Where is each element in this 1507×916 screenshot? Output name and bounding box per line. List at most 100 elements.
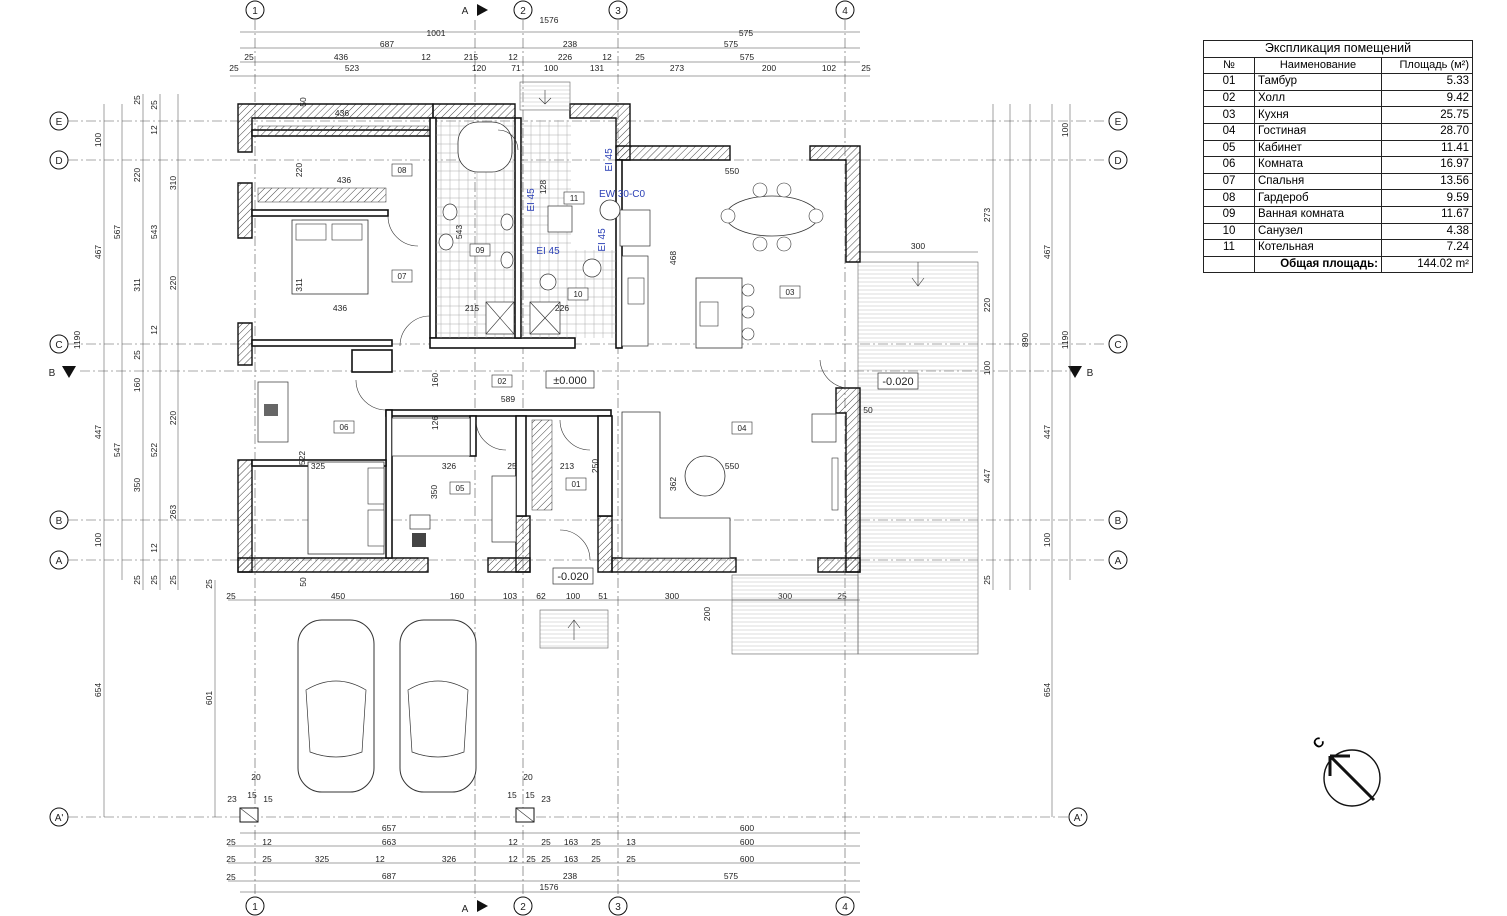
svg-text:25: 25 — [591, 854, 601, 864]
svg-text:25: 25 — [626, 854, 636, 864]
svg-text:20: 20 — [523, 772, 533, 782]
svg-text:50: 50 — [863, 405, 873, 415]
svg-text:25: 25 — [229, 63, 239, 73]
axis-label-D-right: D — [1114, 156, 1121, 167]
svg-text:EI 45: EI 45 — [526, 188, 537, 212]
right-dimensions: 100 467 447 100 654 1190 890 273 220 100… — [982, 104, 1071, 817]
svg-text:687: 687 — [380, 39, 394, 49]
axis-label-1-bottom: 1 — [252, 902, 258, 913]
svg-text:325: 325 — [311, 461, 325, 471]
svg-text:575: 575 — [740, 52, 754, 62]
section-b-left-label: B — [49, 368, 56, 379]
svg-text:25: 25 — [541, 837, 551, 847]
axis-label-3-top: 3 — [615, 6, 621, 17]
axis-label-A-right: A — [1115, 556, 1122, 567]
svg-text:100: 100 — [982, 361, 992, 375]
svg-text:1001: 1001 — [427, 28, 446, 38]
axis-label-4-top: 4 — [842, 6, 848, 17]
svg-text:238: 238 — [563, 871, 577, 881]
svg-text:EI 45: EI 45 — [536, 246, 560, 257]
axis-label-A1-right: A' — [1074, 813, 1083, 824]
svg-text:20: 20 — [251, 772, 261, 782]
svg-text:575: 575 — [724, 39, 738, 49]
svg-text:120: 120 — [472, 63, 486, 73]
svg-text:1190: 1190 — [72, 331, 82, 350]
svg-text:12: 12 — [375, 854, 385, 864]
level-marks: ±0.000 -0.020 -0.020 — [545, 370, 919, 585]
svg-text:600: 600 — [740, 854, 754, 864]
room-tag-03: 03 — [786, 288, 795, 297]
svg-text:71: 71 — [511, 63, 521, 73]
svg-text:100: 100 — [93, 133, 103, 147]
svg-text:575: 575 — [724, 871, 738, 881]
axis-bubbles: 1 2 3 4 1 2 3 4 E D C B A A' E D C B A A… — [49, 0, 1128, 916]
svg-text:220: 220 — [132, 168, 142, 182]
svg-text:25: 25 — [168, 575, 178, 585]
header-num: № — [1203, 56, 1255, 75]
svg-text:250: 250 — [590, 459, 600, 473]
svg-text:15: 15 — [507, 790, 517, 800]
room-tag-04: 04 — [738, 424, 747, 433]
room-tag-11: 11 — [570, 194, 579, 203]
svg-text:436: 436 — [333, 303, 347, 313]
svg-text:220: 220 — [168, 411, 178, 425]
svg-text:25: 25 — [226, 837, 236, 847]
axis-label-D-left: D — [55, 156, 62, 167]
door-swings — [355, 129, 847, 561]
svg-text:215: 215 — [464, 52, 478, 62]
svg-text:100: 100 — [1042, 533, 1052, 547]
svg-text:687: 687 — [382, 871, 396, 881]
svg-text:25: 25 — [132, 350, 142, 360]
svg-text:128: 128 — [538, 180, 548, 194]
svg-text:263: 263 — [168, 505, 178, 519]
axis-label-E-left: E — [56, 117, 63, 128]
svg-text:436: 436 — [337, 175, 351, 185]
svg-text:663: 663 — [382, 837, 396, 847]
svg-text:25: 25 — [204, 579, 214, 589]
svg-text:436: 436 — [335, 108, 349, 118]
svg-text:25: 25 — [982, 575, 992, 585]
svg-text:100: 100 — [544, 63, 558, 73]
svg-text:450: 450 — [331, 591, 345, 601]
svg-text:226: 226 — [555, 303, 569, 313]
room-tag-07: 07 — [398, 272, 407, 281]
svg-text:300: 300 — [911, 241, 925, 251]
svg-text:25: 25 — [149, 100, 159, 110]
svg-text:12: 12 — [421, 52, 431, 62]
section-a-top-label: A — [462, 6, 469, 17]
svg-text:62: 62 — [536, 591, 546, 601]
north-arrow-icon — [1328, 754, 1376, 802]
svg-text:238: 238 — [563, 39, 577, 49]
left-dimensions: 100 467 447 100 654 567 1190 547 25 220 … — [72, 94, 216, 817]
svg-text:600: 600 — [740, 823, 754, 833]
axis-label-3-bottom: 3 — [615, 902, 621, 913]
svg-text:EW 30-C0: EW 30-C0 — [599, 189, 646, 200]
svg-text:547: 547 — [112, 443, 122, 457]
svg-text:273: 273 — [670, 63, 684, 73]
parking-cars — [297, 619, 477, 793]
svg-text:25: 25 — [226, 591, 236, 601]
svg-text:EI 45: EI 45 — [604, 148, 615, 172]
svg-text:100: 100 — [566, 591, 580, 601]
svg-text:447: 447 — [982, 469, 992, 483]
north-label: С — [1309, 733, 1327, 751]
svg-text:325: 325 — [315, 854, 329, 864]
svg-text:23: 23 — [227, 794, 237, 804]
svg-text:522: 522 — [297, 451, 307, 465]
svg-text:326: 326 — [442, 854, 456, 864]
svg-text:213: 213 — [560, 461, 574, 471]
interior-dimensions: 436 436 436 311 220 550 468 589 550 362 … — [294, 97, 873, 587]
svg-text:447: 447 — [93, 425, 103, 439]
room-tag-02: 02 — [498, 377, 507, 386]
total-value: 144.02 m² — [1381, 255, 1473, 274]
svg-text:12: 12 — [508, 837, 518, 847]
svg-text:25: 25 — [861, 63, 871, 73]
svg-text:654: 654 — [93, 683, 103, 697]
